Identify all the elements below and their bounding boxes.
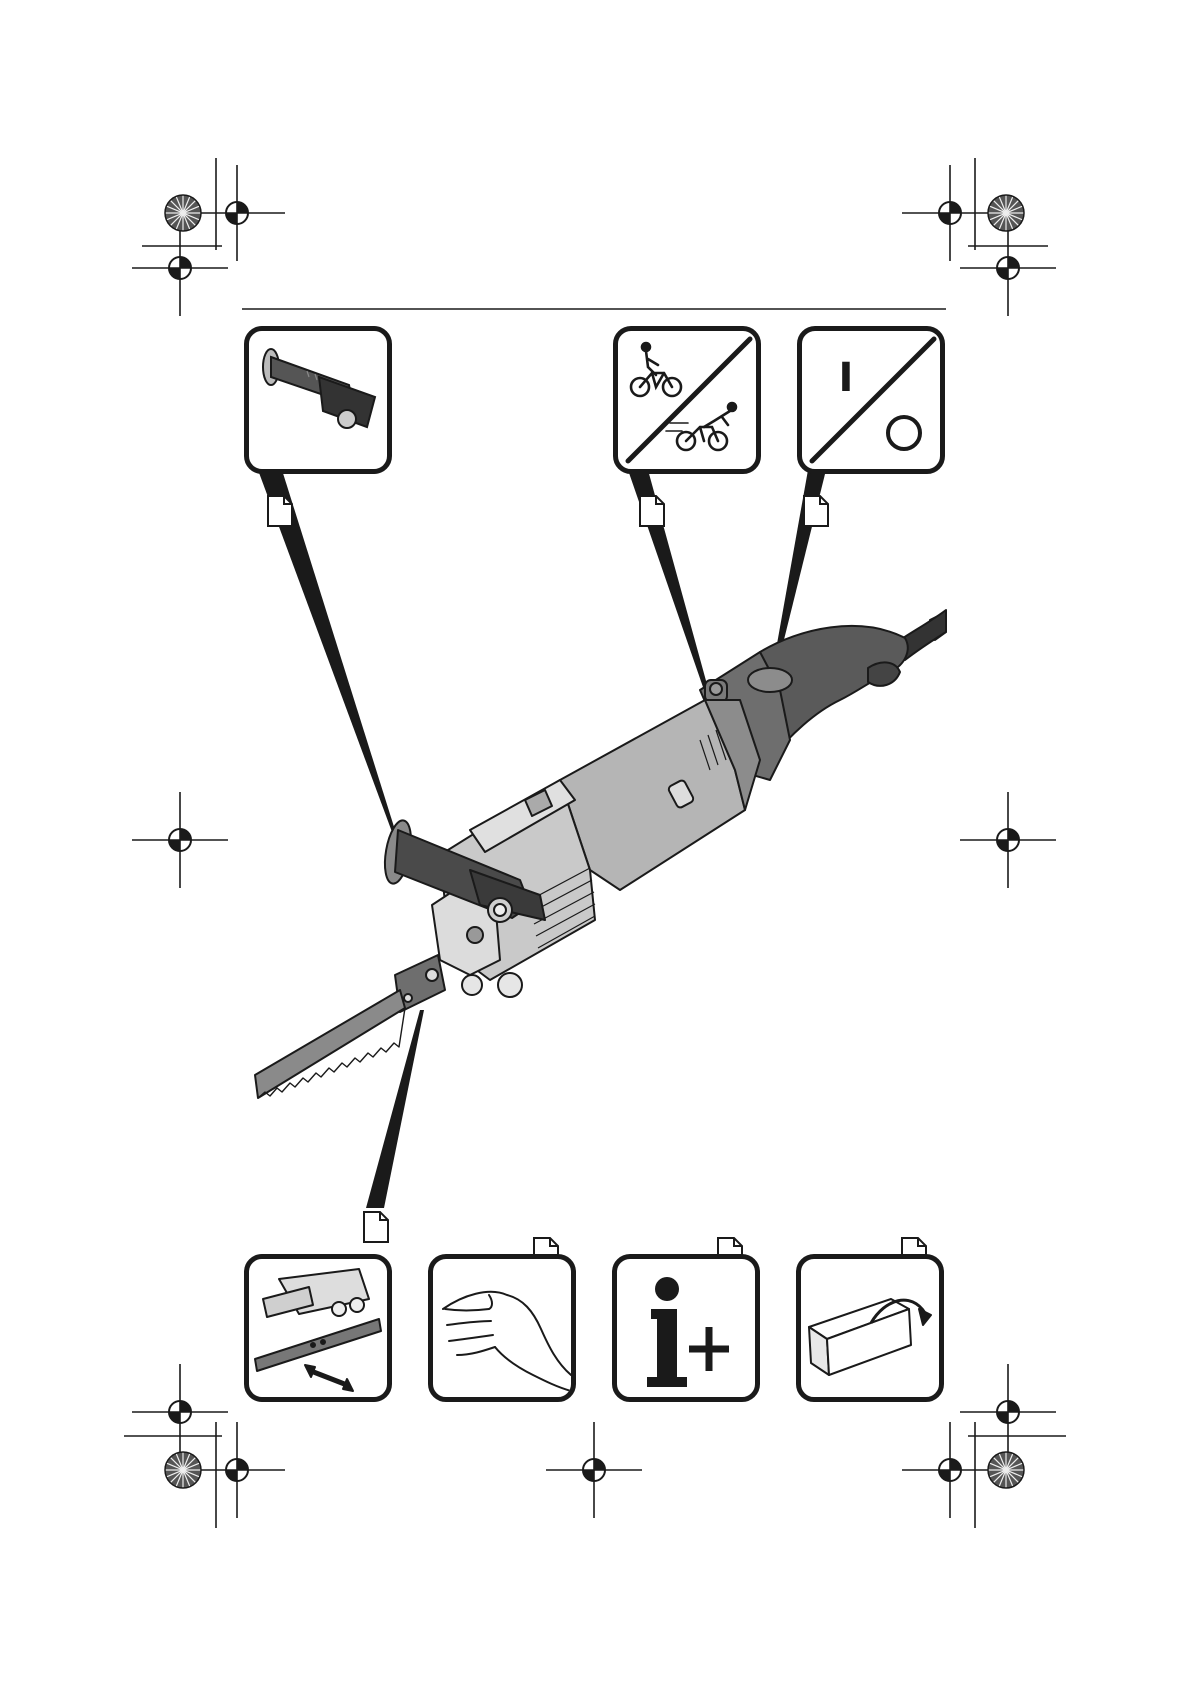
switch-on-symbol: I bbox=[839, 355, 854, 401]
registration-mark-icon bbox=[960, 792, 1056, 888]
registration-mark-icon bbox=[546, 1422, 642, 1518]
color-wheel-icon bbox=[988, 1452, 1024, 1488]
sabre-saw-illustration bbox=[255, 610, 946, 1098]
hand-protection-pictogram-icon bbox=[428, 1254, 576, 1402]
page-reference-icon bbox=[802, 494, 830, 528]
color-wheel-icon bbox=[165, 195, 201, 231]
page-reference-icon bbox=[638, 494, 666, 528]
on-off-switch-pictogram-icon: I bbox=[797, 326, 945, 474]
saw-blade-change-pictogram-icon bbox=[244, 1254, 392, 1402]
registration-mark-icon bbox=[132, 1364, 228, 1460]
packaging-pictogram-icon bbox=[796, 1254, 944, 1402]
info-plus-pictogram-icon bbox=[612, 1254, 760, 1402]
switch-off-symbol-icon bbox=[888, 417, 920, 449]
handle-pictogram-icon bbox=[244, 326, 392, 474]
page-reference-icon bbox=[362, 1210, 390, 1244]
color-wheel-icon bbox=[165, 1452, 201, 1488]
registration-mark-icon bbox=[132, 792, 228, 888]
registration-mark-icon bbox=[132, 220, 228, 316]
color-wheel-icon bbox=[988, 195, 1024, 231]
page-reference-icon bbox=[266, 494, 294, 528]
speed-control-pictogram-icon bbox=[613, 326, 761, 474]
